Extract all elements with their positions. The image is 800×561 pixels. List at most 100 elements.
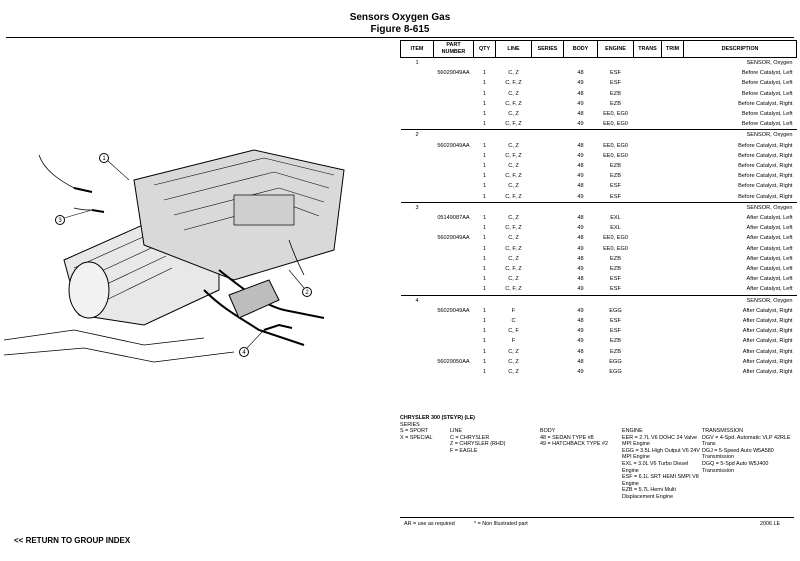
cell-line: C, Z: [508, 276, 519, 283]
cell-part: [434, 119, 474, 130]
cell-part: [434, 347, 474, 357]
series-heading: SERIES: [400, 421, 420, 428]
cell-series: [532, 78, 564, 88]
cell-line: C, Z: [508, 111, 519, 118]
cell-series: [532, 68, 564, 78]
cell-line: C: [511, 318, 516, 325]
transmission-item: DGJ = 5-Speed Auto W5A580 Transmission: [702, 447, 774, 461]
cell-line: F: [511, 307, 516, 314]
cell-series: [532, 99, 564, 109]
cell-trans: [634, 192, 662, 203]
cell-trans: [633, 201, 662, 214]
cell-series: [531, 129, 564, 141]
cell-part: [433, 201, 474, 214]
cell-engine: [598, 58, 634, 69]
cell-body: 49: [577, 100, 584, 107]
cell-part: 56029049AA: [437, 142, 470, 149]
cell-trim: [661, 129, 684, 141]
line-item: C = CHRYSLER: [450, 434, 490, 441]
cell-line: C, F, Z: [505, 121, 522, 128]
cell-trans: [634, 58, 662, 69]
cell-qty: 1: [482, 100, 487, 107]
callout-3: 3: [58, 218, 62, 224]
cell-item: [401, 109, 434, 119]
cell-engine: ESF: [610, 318, 621, 325]
cell-desc: After Catalyst, Right: [742, 369, 793, 376]
cell-engine: EGG: [609, 307, 622, 314]
cell-trim: [662, 151, 684, 161]
footer-divider: [400, 517, 794, 518]
figure-number: Figure 8-615: [370, 24, 430, 35]
ar-note: AR = use as required: [404, 521, 455, 527]
cell-engine: EGG: [609, 358, 622, 365]
cell-part: 56029049AA: [437, 307, 470, 314]
cell-body: [563, 294, 598, 306]
engine-item: EXL = 3.0L V6 Turbo Diesel Engine: [622, 460, 689, 474]
series-item: S = SPORT: [400, 428, 429, 435]
cell-line: C, F, Z: [505, 225, 522, 232]
cell-item: [401, 89, 434, 99]
cell-qty: 1: [482, 80, 487, 87]
cell-trim: [662, 99, 684, 109]
cell-series: [532, 326, 564, 336]
cell-desc: SENSOR, Oxygen: [683, 201, 797, 214]
cell-part: [434, 109, 474, 119]
cell-line: C, F, Z: [505, 286, 522, 293]
cell-qty: 1: [482, 121, 487, 128]
cell-qty: [473, 129, 496, 141]
cell-part: [434, 244, 474, 254]
cell-trim: [662, 109, 684, 119]
cell-body: 48: [577, 163, 584, 170]
line-item: F = EAGLE: [450, 447, 478, 454]
cell-part: [434, 171, 474, 181]
cell-trans: [634, 223, 662, 233]
cell-part: [434, 161, 474, 171]
cell-engine: EE0, EG0: [603, 111, 628, 118]
cell-desc: Before Catalyst, Left: [741, 111, 793, 118]
cell-body: 48: [577, 111, 584, 118]
line-heading: LINE: [450, 428, 462, 434]
cell-part: [434, 223, 474, 233]
cell-engine: [597, 129, 634, 141]
cell-qty: [473, 294, 496, 306]
transmission-item: DGV = 4-Spd. Automatic VLP 42RLE Trans: [702, 434, 791, 448]
cell-qty: 1: [482, 276, 487, 283]
cell-body: 49: [577, 328, 584, 335]
model-year: 2006 LE: [760, 521, 781, 527]
cell-qty: 1: [482, 266, 487, 273]
cell-desc: After Catalyst, Left: [746, 245, 793, 252]
top-divider: [6, 37, 794, 38]
cell-trim: [662, 367, 684, 377]
cell-series: [532, 264, 564, 274]
cell-engine: EZB: [610, 100, 621, 107]
cell-body: 49: [577, 369, 584, 376]
cell-qty: 1: [482, 286, 487, 293]
cell-series: [532, 119, 564, 130]
col-header: LINE: [495, 40, 532, 58]
return-to-group-index-link[interactable]: << RETURN TO GROUP INDEX: [14, 536, 131, 545]
cell-qty: 1: [482, 163, 487, 170]
cell-series: [532, 89, 564, 99]
cell-qty: 1: [482, 318, 487, 325]
cell-engine: EZB: [610, 348, 621, 355]
cell-item: [401, 78, 434, 88]
cell-item: [401, 68, 434, 78]
cell-trim: [662, 181, 684, 191]
callout-2: 2: [305, 290, 309, 296]
cell-series: [531, 201, 564, 214]
engine-heading: ENGINE: [622, 428, 643, 434]
col-header: BODY: [563, 40, 598, 58]
cell-item: [401, 284, 434, 295]
cell-trans: [634, 336, 662, 346]
cell-body: 49: [577, 286, 584, 293]
cell-qty: 1: [482, 245, 487, 252]
